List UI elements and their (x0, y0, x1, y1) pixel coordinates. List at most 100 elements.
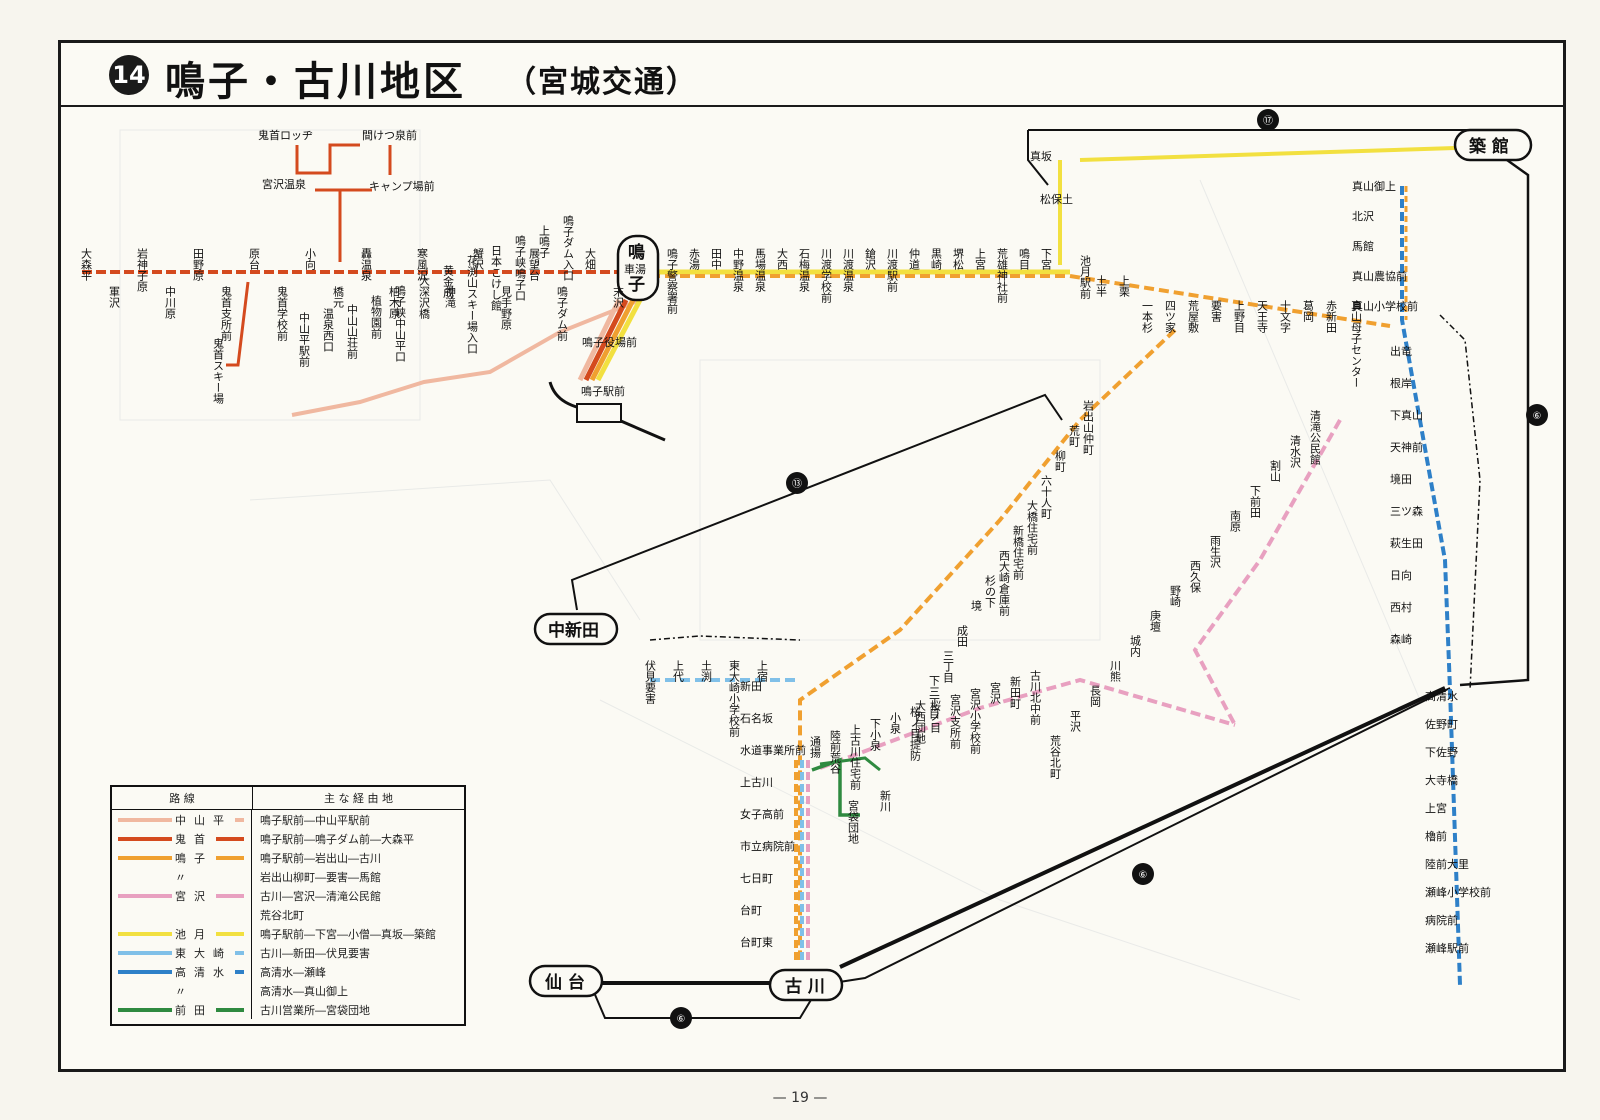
section-number-badge: 14 (109, 55, 149, 95)
stop-label: 女子高前 (740, 807, 784, 821)
svg-text:⑬: ⑬ (792, 478, 802, 490)
stop-label: 四ツ家 (1164, 300, 1177, 333)
svg-text:子: 子 (628, 275, 645, 295)
stop-label: 杉の下 (984, 574, 997, 609)
stop-label: 堺松 (952, 248, 965, 270)
stop-label: 西久保 (1189, 560, 1202, 594)
takashimizu-senmine-line (1448, 689, 1462, 986)
stop-label: 土半 (1095, 275, 1108, 298)
highway-6-badge-east: ⑥ (1526, 404, 1548, 426)
legend-route-name: 高清水 (172, 964, 235, 980)
legend-via: 古川―宮沢―清滝公民館 (260, 889, 381, 903)
legend-swatch: 高清水 (112, 962, 252, 981)
miyazawa-route-west (819, 677, 1236, 770)
stop-label: 松保土 (1040, 192, 1073, 206)
background-ghost-map (119, 129, 1421, 1001)
legend-swatch: 池月 (112, 924, 252, 943)
stop-label: 上代 (672, 660, 685, 683)
stop-label: 鬼首支所前 (220, 285, 233, 342)
stop-label: 南原 (1229, 510, 1242, 532)
naruko-route-line-south (798, 328, 1177, 960)
stop-label: 庚壇 (1149, 609, 1162, 632)
stop-label: 大西 (776, 247, 789, 270)
stop-label: 荒雄神社前 (996, 248, 1009, 304)
stop-label: 真山母子センター (1350, 299, 1363, 388)
stop-label: 上鳴子 (538, 225, 551, 258)
stop-label: 鳴子駅前 (581, 384, 625, 398)
legend-via: 鳴子駅前―鳴子ダム前―大森平 (260, 832, 414, 846)
stop-label: 馬館 (1352, 239, 1374, 253)
stop-label: 下小泉 (869, 718, 882, 751)
stop-label: 花渕山スキー場入口 (466, 255, 479, 354)
stop-label: 大森平 (80, 247, 93, 282)
svg-text:中新田: 中新田 (548, 620, 599, 641)
hub-yakata[interactable]: 築 館 (1453, 128, 1533, 162)
svg-text:⑥: ⑥ (1533, 411, 1542, 422)
hub-sendai[interactable]: 仙 台 (528, 964, 604, 998)
stop-label: 要害 (1210, 300, 1223, 323)
stop-label: 中川原 (164, 286, 177, 319)
stop-label: 神滝 (444, 285, 457, 308)
stop-label: 三ツ森 (1390, 504, 1423, 518)
stop-label: 病院前 (1425, 913, 1458, 927)
stop-label: 黒崎 (930, 248, 943, 270)
stop-label: 桜ノ目提防 (909, 705, 922, 762)
stop-label: 石梅温泉 (798, 248, 811, 292)
stop-label: 西村 (1390, 600, 1412, 614)
stop-label: 瀬峰小学校前 (1425, 885, 1491, 899)
svg-text:仙 台: 仙 台 (545, 972, 585, 993)
highway-6-badge-south: ⑥ (670, 1007, 692, 1029)
hub-nakashinden[interactable]: 中新田 (533, 612, 619, 646)
railway-line (548, 381, 666, 442)
stop-label: 日向 (1390, 568, 1412, 582)
legend-swatch: 鳴子 (112, 848, 252, 867)
stop-label: 大寺橋 (1425, 773, 1458, 787)
stop-label: 新川 (879, 789, 892, 812)
legend-swatch: 前田 (112, 1000, 252, 1019)
stop-label: 陸前荒谷 (829, 730, 842, 775)
stop-label: 下前田 (1249, 485, 1262, 518)
stop-label: 柳町 (1054, 449, 1067, 472)
hub-furukawa[interactable]: 古 川 (768, 968, 844, 1002)
legend-via: 荒谷北町 (260, 908, 304, 922)
stop-label: 台町 (740, 903, 762, 917)
boundary-line (1439, 314, 1481, 691)
stop-label: 鳴子ダム入口 (562, 214, 575, 281)
maeda-route-line-2 (819, 756, 881, 772)
stop-label: 根岸 (1390, 376, 1412, 390)
stop-label: 轟温泉 (360, 247, 373, 281)
stop-label: 平沢 (1069, 710, 1082, 733)
hub-naruko[interactable]: 鳴 子 車湯 (616, 234, 660, 302)
stop-label: 川渡学校前 (820, 248, 833, 304)
stop-label: 馬場温泉 (754, 248, 767, 292)
boundary-line-west (649, 635, 801, 641)
stop-label: 蟹沢 (472, 247, 485, 271)
stop-label: 鬼首ロッヂ (258, 128, 313, 142)
stop-label: 中野温泉 (732, 248, 745, 292)
stop-label: 上野目 (1233, 300, 1246, 333)
stop-label: 鳴子警察署前 (666, 247, 679, 315)
legend-swatch: 中山平 (112, 810, 252, 829)
stop-label: 宮沢温泉 (262, 177, 306, 191)
legend-via: 鳴子駅前―中山平駅前 (260, 813, 370, 827)
stop-label: 新田町 (1009, 675, 1022, 709)
stop-label: 十文字 (1279, 299, 1292, 333)
takashimizu-masan-line (1400, 186, 1452, 691)
stop-label: 温泉西口 (322, 308, 335, 352)
legend-via: 古川―新田―伏見要害 (260, 946, 370, 960)
legend-row: 中山平 鳴子駅前―中山平駅前 (112, 810, 464, 829)
stop-label: 佐野町 (1425, 717, 1458, 731)
legend-row: 前田古川営業所―宮袋団地 (112, 1000, 464, 1019)
stop-label: 長岡 (1089, 685, 1102, 708)
stop-label: 陸前大里 (1425, 857, 1469, 871)
stop-label: 鳴子峡中山平口 (394, 284, 407, 362)
nakayamadaira-route-line (291, 298, 641, 417)
svg-text:車湯: 車湯 (624, 262, 646, 276)
stop-label: 日本こけし館 (490, 245, 503, 312)
stop-label: 中山平駅前 (298, 312, 311, 368)
stop-label: 六十人町 (1040, 475, 1053, 519)
stop-label: 下三丁目 (928, 675, 941, 719)
legend-route-name: 中山平 (172, 812, 235, 828)
stop-label: 鳴子役場前 (582, 335, 637, 349)
stop-label: 荒屋敷 (1187, 300, 1200, 334)
